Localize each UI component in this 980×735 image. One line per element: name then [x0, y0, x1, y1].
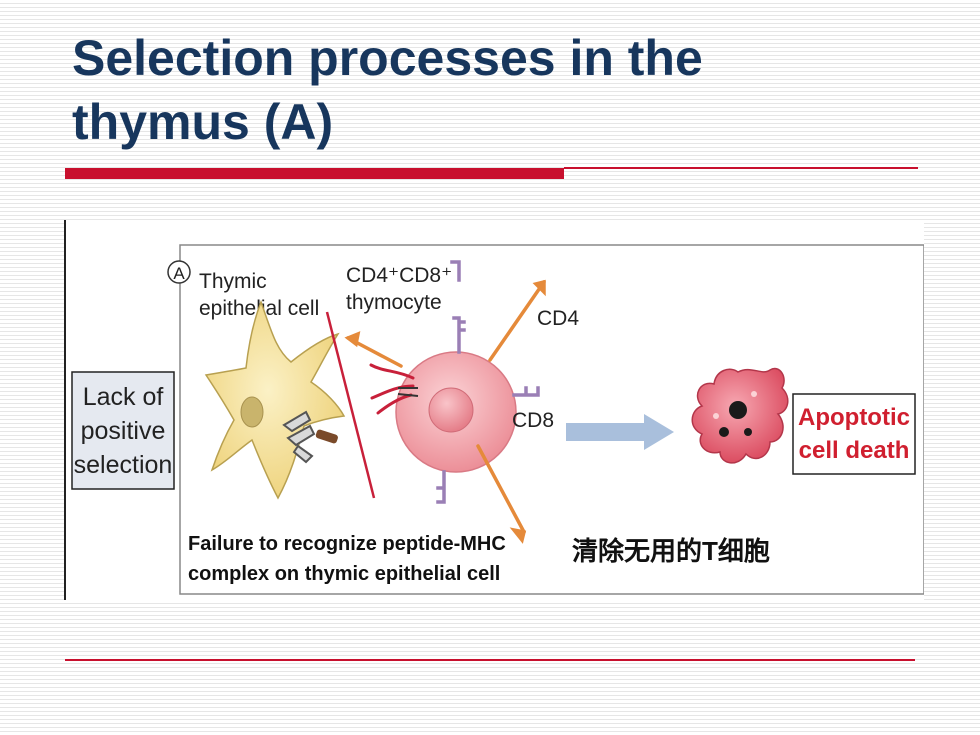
thymocyte-label-line-2: thymocyte — [346, 291, 442, 314]
caption-line-2: complex on thymic epithelial cell — [188, 563, 500, 585]
cd8-coreceptors — [436, 260, 540, 504]
left-box-line-2: positive — [81, 417, 166, 445]
thymic-epithelial-cell — [204, 299, 346, 500]
caption-line-1: Failure to recognize peptide-MHC — [188, 533, 506, 555]
cd4-coreceptors — [344, 279, 546, 544]
result-line-2: cell death — [799, 437, 910, 464]
peptide — [315, 429, 338, 444]
title-underline-thick — [65, 168, 564, 179]
apoptotic-body-large — [729, 401, 747, 419]
footer-rule — [65, 659, 915, 661]
apoptotic-body-small-1 — [719, 427, 729, 437]
recognition-failure-line — [325, 311, 376, 499]
slide-title: Selection processes in the thymus (A) — [72, 26, 932, 154]
panel-letter-badge — [167, 260, 191, 284]
epithelial-nucleus — [240, 396, 264, 428]
result-line-1: Apoptotic — [798, 404, 910, 431]
apoptotic-cell-death-box — [792, 393, 916, 475]
thymocyte-nucleus — [428, 387, 474, 433]
apoptotic-vesicle-1 — [713, 413, 719, 419]
panel-letter: A — [173, 264, 185, 283]
tcr-stalks — [397, 387, 419, 397]
process-arrow — [566, 414, 674, 450]
thymocyte-label-line-1: CD4⁺CD8⁺ — [346, 264, 452, 287]
apoptotic-vesicle-2 — [751, 391, 757, 397]
cd8-label: CD8 — [512, 409, 554, 432]
thymic-label-line-1: Thymic — [199, 270, 267, 293]
mhc-molecule — [282, 410, 316, 464]
title-line-2: thymus (A) — [72, 94, 334, 150]
chinese-note: 清除无用的T细胞 — [572, 536, 770, 566]
left-box-line-1: Lack of — [83, 383, 164, 411]
title-line-1: Selection processes in the — [72, 30, 703, 86]
title-underline-thin — [564, 167, 918, 169]
left-box-line-3: selection — [74, 451, 173, 479]
figure-panel: A Thymic epithelial cell CD4⁺CD8⁺ thymoc… — [64, 220, 924, 600]
cd4-label: CD4 — [537, 307, 579, 330]
lack-of-positive-selection-box — [71, 371, 175, 490]
thymus-selection-diagram: A Thymic epithelial cell CD4⁺CD8⁺ thymoc… — [71, 244, 924, 595]
apoptotic-body-small-2 — [744, 428, 752, 436]
